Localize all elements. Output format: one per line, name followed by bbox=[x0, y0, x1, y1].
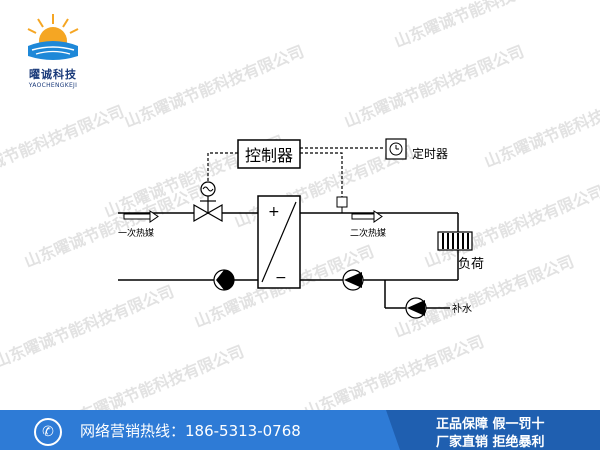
controller-box bbox=[237, 139, 301, 169]
valve-signal-line bbox=[207, 152, 238, 183]
sun-wave-icon bbox=[27, 14, 79, 60]
controller-label: 控制器 bbox=[245, 146, 293, 165]
heat-exchanger-diagram: 控制器 定时器 + − 负荷 一次热媒 二次热媒 补水 bbox=[118, 138, 484, 319]
footer-banner: ✆ 网络营销热线：186-5313-0768 正品保障 假一罚十 厂家直销 拒绝… bbox=[0, 410, 600, 450]
secondary-flow-arrow bbox=[351, 210, 383, 223]
slogan-line-2: 厂家直销 拒绝暴利 bbox=[436, 435, 545, 450]
logo-name-en: YAOCHENGKEJI bbox=[28, 82, 78, 89]
plus-sign: + bbox=[268, 204, 280, 220]
sensor-signal-line bbox=[300, 152, 343, 200]
load-label: 负荷 bbox=[458, 257, 484, 272]
slogan-panel: 正品保障 假一罚十 厂家直销 拒绝暴利 bbox=[386, 410, 600, 450]
logo-name-cn: 曜诚科技 bbox=[29, 68, 77, 81]
slogan-line-1: 正品保障 假一罚十 bbox=[436, 417, 545, 432]
temperature-sensor-icon bbox=[336, 196, 348, 208]
control-valve-icon bbox=[193, 203, 210, 223]
clock-icon bbox=[389, 142, 403, 156]
minus-sign: − bbox=[275, 270, 287, 286]
company-logo: 曜诚科技 YAOCHENGKEJI bbox=[18, 8, 88, 89]
secondary-water-label: 二次热媒 bbox=[350, 227, 386, 239]
sales-hotline: 网络营销热线：186-5313-0768 bbox=[80, 422, 301, 440]
primary-flow-arrow bbox=[123, 210, 159, 223]
timer-label: 定时器 bbox=[412, 146, 448, 161]
phone-icon: ✆ bbox=[34, 418, 62, 446]
makeup-water-label: 补水 bbox=[452, 302, 472, 315]
primary-water-label: 一次热媒 bbox=[118, 227, 154, 239]
